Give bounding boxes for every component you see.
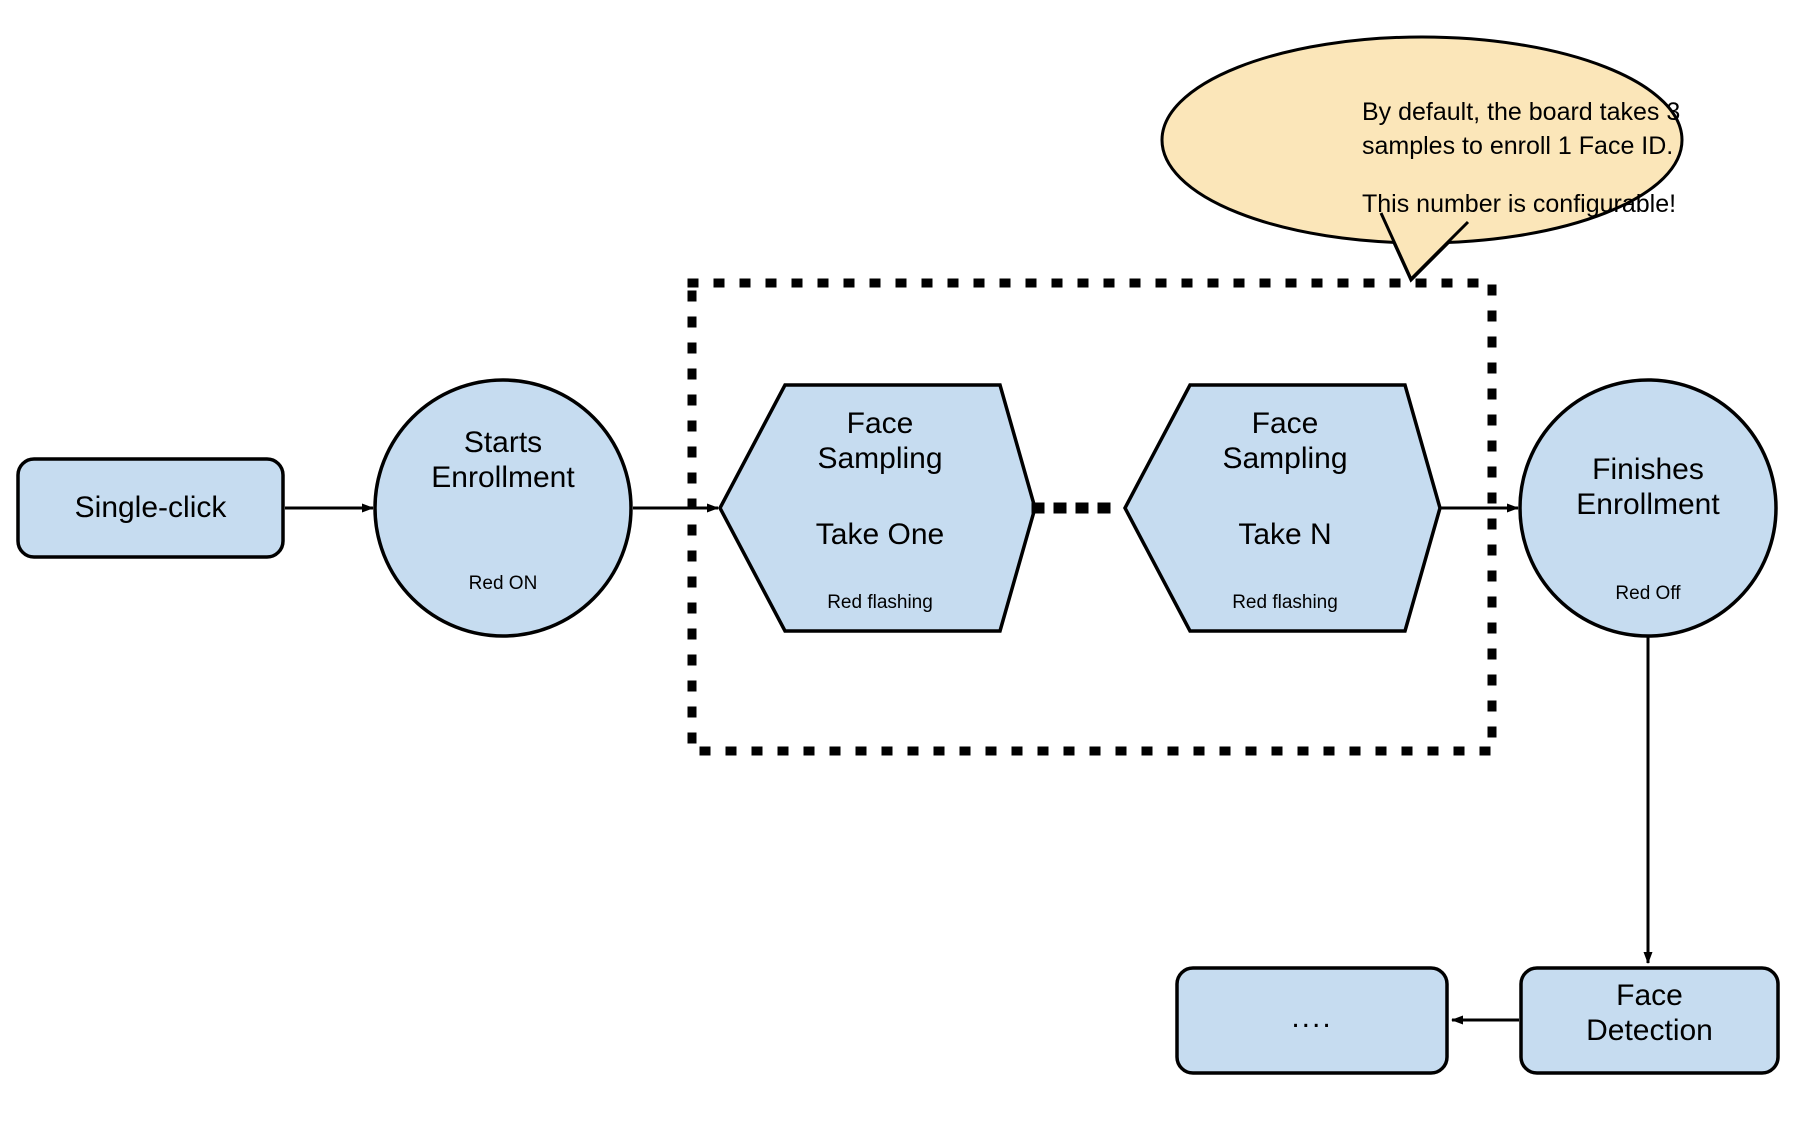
node-face-sampling-one-shape[interactable] (718, 383, 1037, 633)
sampling-group-box (687, 278, 1497, 756)
callout-tail-overlay (1379, 212, 1470, 282)
node-face-sampling-n-shape[interactable] (1123, 383, 1442, 633)
node-single-click-shape[interactable] (16, 457, 285, 559)
node-starts-enrollment-shape[interactable] (373, 378, 633, 638)
node-face-detection-shape[interactable] (1519, 966, 1780, 1075)
callout-tail-mask (1384, 210, 1465, 232)
node-finishes-enrollment-shape[interactable] (1518, 378, 1778, 638)
node-ellipsis-box-shape[interactable] (1175, 966, 1449, 1075)
callout-bubble-shape (1160, 35, 1684, 245)
